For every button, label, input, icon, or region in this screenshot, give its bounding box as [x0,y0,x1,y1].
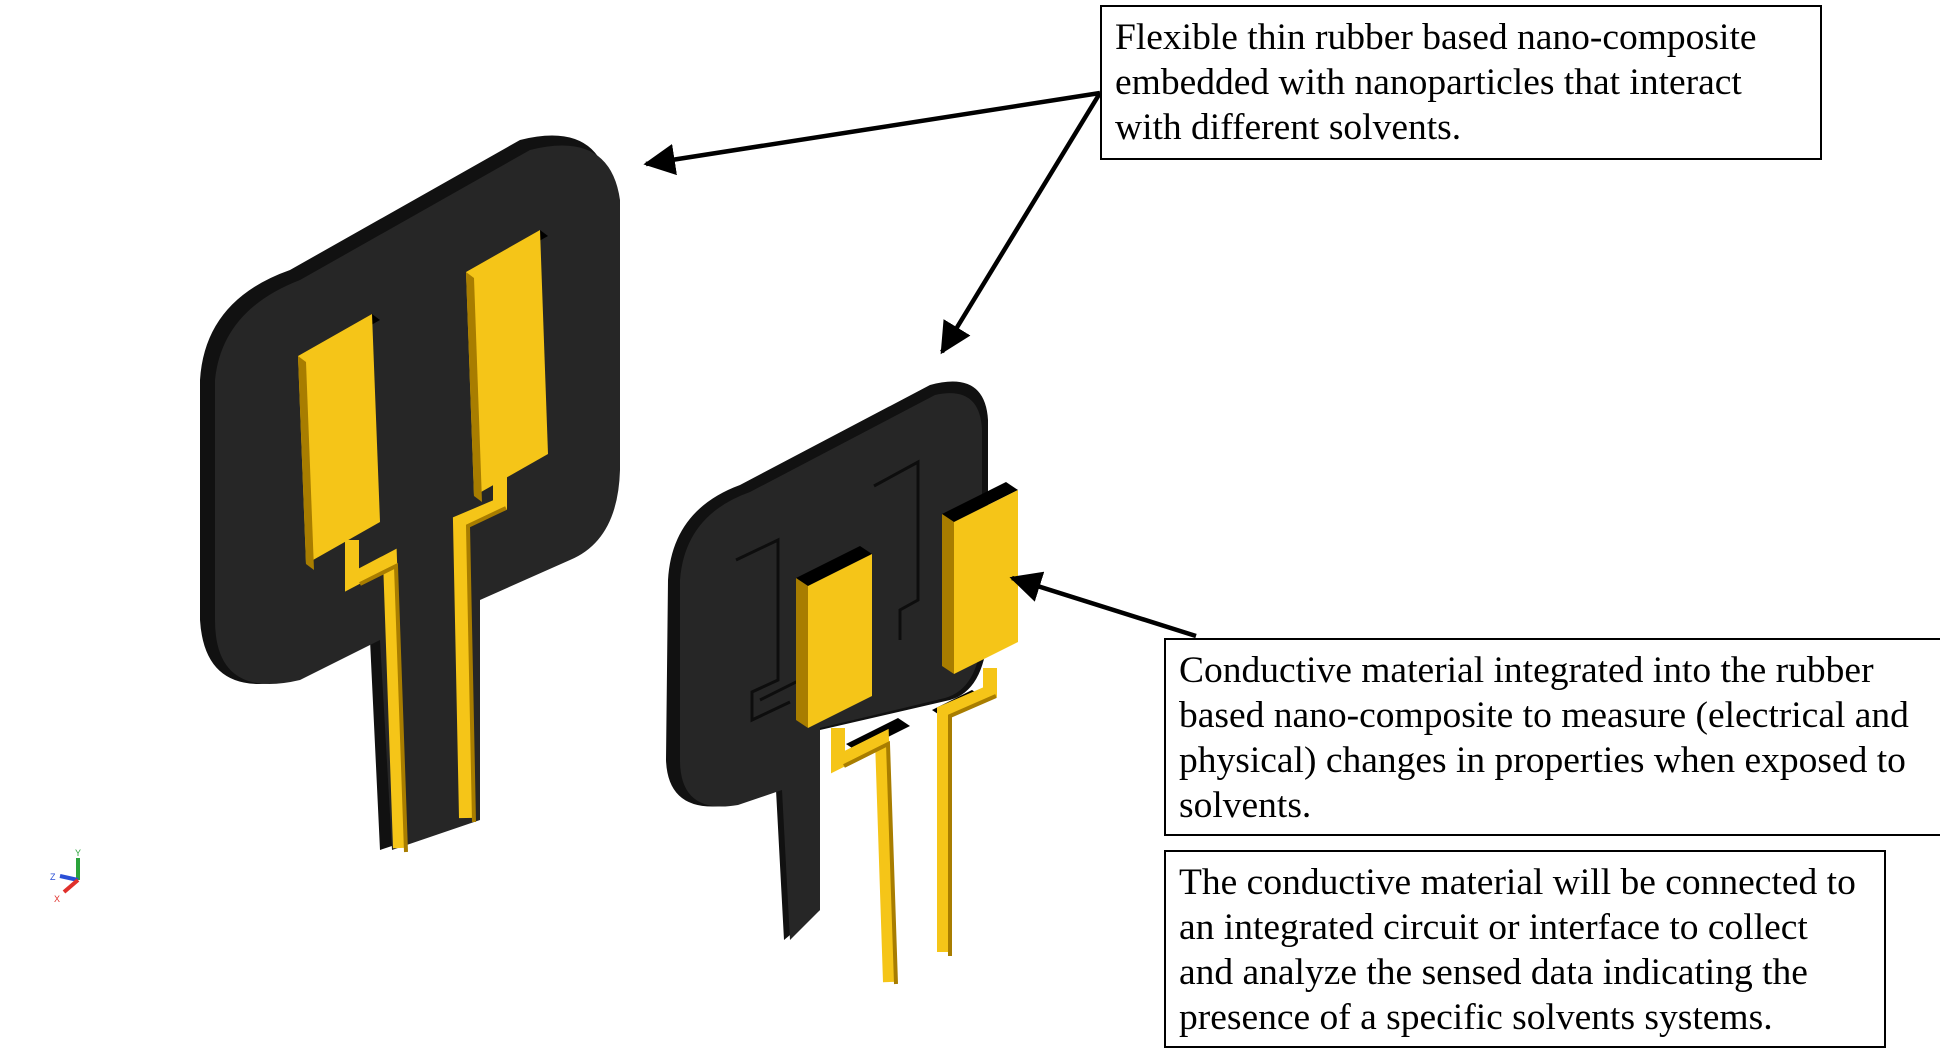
callout-integrated-circuit: The conductive material will be connecte… [1164,850,1886,1048]
callout-line: physical) changes in properties when exp… [1179,740,1906,781]
large-left-trace-edge [359,562,408,853]
callout-line: solvents. [1179,785,1312,826]
small-left-trace-edge [843,740,898,985]
arrow-to-small-substrate [940,91,1102,355]
axis-y-label: Y [75,848,81,858]
small-right-pad [954,490,1018,674]
callout-line: Conductive material integrated into the … [1179,650,1874,691]
large-left-trace [345,540,407,849]
small-left-pad-edge [796,578,808,728]
callout-line: The conductive material will be connecte… [1179,862,1856,903]
callout-arrows [643,90,1197,639]
axis-z-line [59,874,79,882]
large-right-trace-edge [465,506,507,823]
large-left-pad [298,314,380,564]
small-right-trace [937,668,997,952]
callout-line: Flexible thin rubber based nano-composit… [1115,17,1757,58]
arrow-to-conductor-pad [1009,571,1197,639]
small-right-pad-top [942,482,1018,522]
axis-z-label: Z [50,872,56,882]
arrow-to-large-substrate [643,90,1101,176]
large-left-pad-edge [298,356,314,570]
callout-line: and analyze the sensed data indicating t… [1179,952,1808,993]
axis-triad: Y Z X [50,848,81,904]
callout-line: with different solvents. [1115,107,1462,148]
small-left-pad [808,554,872,728]
large-right-pad [466,230,548,496]
axis-x-label: X [54,894,60,904]
large-substrate [215,145,620,851]
callout-line: presence of a specific solvents systems. [1179,997,1773,1038]
large-sensor [200,135,620,853]
callout-line: an integrated circuit or interface to co… [1179,907,1808,948]
small-sensor [666,381,1018,985]
callout-line: embedded with nanoparticles that interac… [1115,62,1742,103]
small-left-pad-top [796,546,872,586]
callout-rubber-nanocomposite: Flexible thin rubber based nano-composit… [1100,5,1822,160]
axis-x-line [62,878,80,894]
callout-line: based nano-composite to measure (electri… [1179,695,1909,736]
small-left-trace [831,728,897,983]
small-right-trace-edge [948,694,997,956]
callout-conductive-material: Conductive material integrated into the … [1164,638,1940,836]
small-right-pad-edge [942,514,954,674]
large-right-trace [452,470,507,819]
large-right-pad-edge [466,272,482,502]
